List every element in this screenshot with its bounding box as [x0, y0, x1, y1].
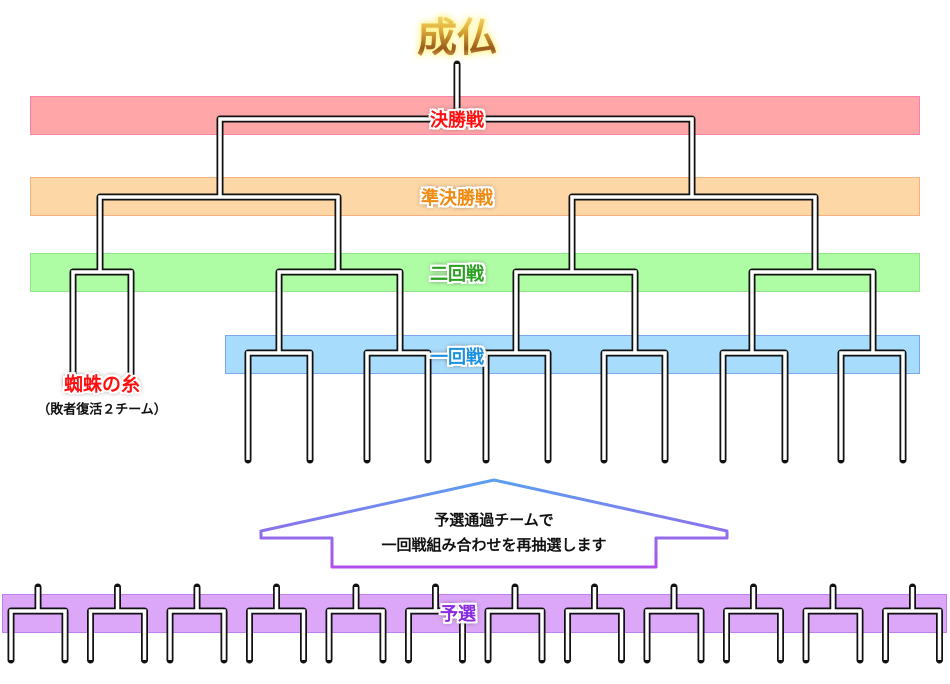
bracket-line — [246, 351, 312, 460]
bracket-line — [721, 351, 787, 460]
label-first-round: 一回戦 — [430, 347, 484, 368]
bracket-line — [723, 607, 784, 664]
band-first-round — [225, 335, 920, 374]
bracket-line — [565, 609, 624, 660]
bracket-line — [645, 609, 703, 660]
winner-title: 成仏 — [417, 5, 497, 63]
repechage-note: （敗者復活２チーム） — [37, 402, 167, 418]
bracket-line — [568, 193, 819, 276]
arrow-text: 予選通過チームで 一回戦組み合わせを再抽選します — [381, 508, 606, 558]
arrow-text-line2: 一回戦組み合わせを再抽選します — [381, 536, 607, 554]
up-arrow — [259, 478, 729, 569]
bracket-line — [9, 609, 67, 660]
bracket-line — [482, 349, 552, 464]
label-prelim: 予選 — [440, 604, 476, 625]
bracket-line — [602, 351, 667, 460]
bracket-line — [564, 607, 625, 664]
bracket-line — [484, 351, 550, 460]
bracket-line — [512, 268, 639, 357]
bracket-line — [837, 349, 907, 464]
bracket-line — [218, 117, 694, 197]
bracket-line — [166, 607, 228, 664]
arrow-text-line1: 予選通過チームで — [434, 511, 554, 529]
bracket-line — [839, 351, 905, 460]
bracket-line — [804, 609, 862, 660]
bracket-line — [244, 349, 314, 464]
bracket-line — [7, 607, 69, 664]
label-final: 決勝戦 — [430, 110, 484, 131]
bracket-line — [643, 607, 705, 664]
bracket-line — [363, 349, 432, 464]
bracket-line — [882, 607, 943, 664]
bracket-line — [277, 270, 402, 353]
bracket-line — [98, 195, 340, 272]
bracket-line — [275, 268, 404, 357]
band-prelim — [2, 594, 947, 633]
bracket-line — [365, 351, 430, 460]
bracket-line — [484, 607, 546, 664]
bracket-line — [247, 609, 306, 660]
bracket-line — [570, 195, 817, 272]
bracket-line — [96, 193, 342, 276]
bracket-line — [71, 270, 133, 380]
bracket-line — [750, 270, 875, 353]
bracket-line — [69, 268, 135, 384]
bracket-line — [724, 609, 783, 660]
bracket-line — [87, 607, 148, 664]
bracket-line — [802, 607, 864, 664]
bracket-line — [748, 268, 877, 357]
bracket-line — [88, 609, 147, 660]
bracket-line — [486, 609, 544, 660]
bracket-line — [600, 349, 669, 464]
bracket-line — [327, 609, 385, 660]
bracket-line — [719, 349, 789, 464]
bracket-line — [246, 607, 307, 664]
repechage-label: 蜘蛛の糸 — [63, 373, 141, 396]
bracket-line — [514, 270, 637, 353]
label-second-round: 二回戦 — [430, 264, 484, 285]
bracket-line — [883, 609, 942, 660]
bracket-line — [406, 609, 465, 660]
label-semifinal: 準決勝戦 — [421, 188, 493, 209]
bracket-line — [325, 607, 387, 664]
bracket-line — [168, 609, 226, 660]
